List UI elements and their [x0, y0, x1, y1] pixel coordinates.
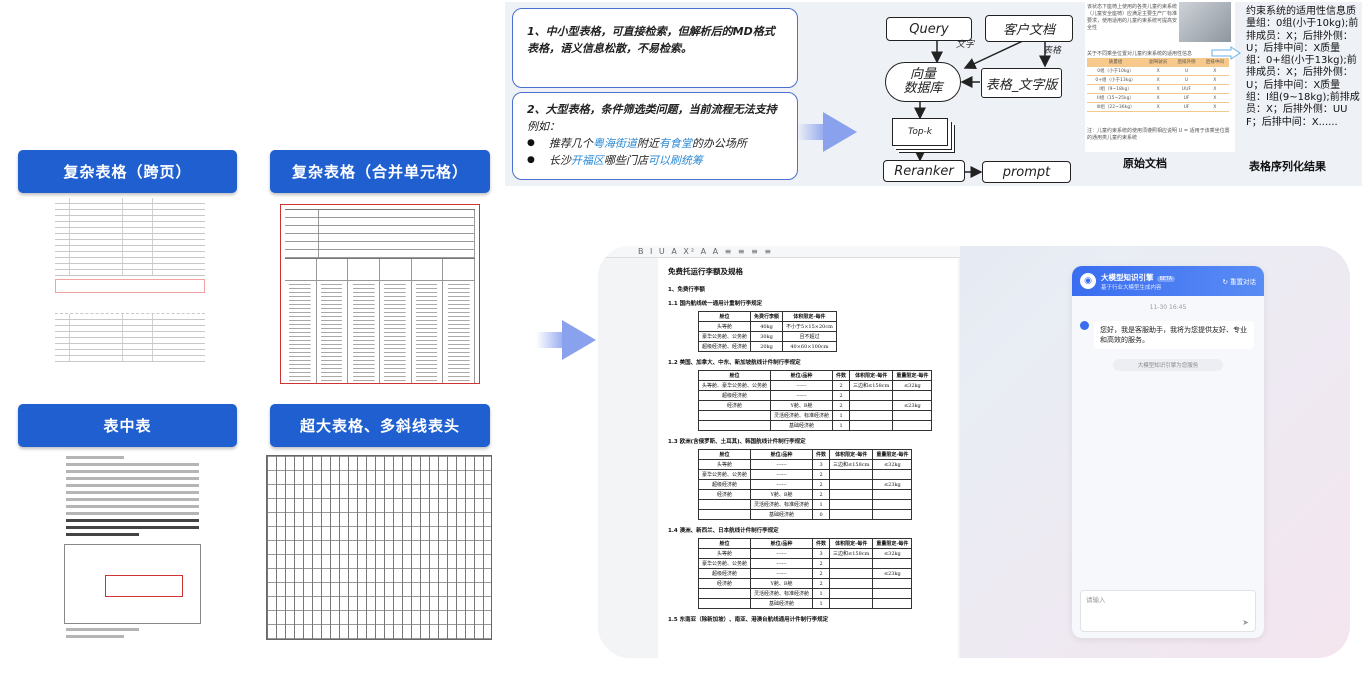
arrow-right-icon [536, 320, 596, 360]
edge-label-table: 表格 [1043, 46, 1062, 56]
document-viewer: B I U A X² A A ≡ ≡ ≡ ≡ 免费托运行李额及规格 1、免费行李… [598, 246, 960, 658]
chat-subtitle: 基于行业大模型生成内容 [1101, 284, 1162, 291]
doc-section-1: 1、免费行李额 [668, 287, 705, 293]
demo-panel: B I U A X² A A ≡ ≡ ≡ ≡ 免费托运行李额及规格 1、免费行李… [598, 246, 1350, 658]
thumbnail-nested-table [60, 452, 205, 640]
flow-node-query: Query [886, 17, 972, 41]
label-merged-cells-table: 复杂表格（合并单元格） [270, 150, 490, 193]
label-nested-table: 表中表 [18, 404, 237, 447]
label-oversized-table: 超大表格、多斜线表头 [270, 404, 490, 447]
flow-node-table-text: 表格_文字版 [981, 68, 1062, 98]
problem-2-box: 2、大型表格，条件筛选类问题，当前流程无法支持 例如： 推荐几个粤海街道附近有食… [512, 92, 798, 180]
send-icon[interactable]: ➤ [1242, 618, 1249, 627]
arrow-right-icon [1211, 46, 1241, 60]
thumbnail-cross-page-table [55, 198, 205, 384]
thumbnail-merged-cells-table [280, 204, 480, 384]
doc-subsection-1-5: 1.5 东南亚（除新加坡）、南亚、港澳台航线通用计件制行李规定 [668, 617, 829, 623]
edge-label-text: 文字 [956, 40, 975, 50]
beta-badge: BETA [1156, 275, 1176, 282]
serialized-result-caption: 表格序列化结果 [1249, 160, 1326, 173]
source-document-preview: 该状态下座椅上使用的各类儿童约束系统（儿童安全座椅）应满足主要生产厂标准要求，使… [1085, 2, 1235, 152]
doc-subsection-1-1: 1.1 国内航线统一通用计重制行李规定 [668, 301, 763, 307]
doc-subsection-1-3: 1.3 欧洲(含俄罗斯、土耳其)、韩国航线计件制行李规定 [668, 439, 806, 445]
problem-1-text: 1、中小型表格，可直接检索，但解析后的MD格式表格，语义信息松散，不易检索。 [527, 25, 775, 55]
problem-and-flow-panel: 1、中小型表格，可直接检索，但解析后的MD格式表格，语义信息松散，不易检索。 2… [505, 2, 1362, 186]
thumbnail-oversized-table [266, 455, 492, 640]
chat-title: 大模型知识引擎 [1101, 272, 1154, 282]
reset-chat-button[interactable]: ↻ 重置对话 [1222, 278, 1256, 286]
highlight-box [105, 575, 183, 597]
doc-subsection-1-4: 1.4 澳洲、新西兰、日本航线计件制行李规定 [668, 528, 779, 534]
assistant-message: 您好，我是客服助手，我将为您提供友好、专业和高效的服务。 [1080, 321, 1256, 349]
flow-node-prompt: prompt [982, 161, 1071, 183]
doc-subsection-1-2: 1.2 美国、加拿大、中东、新加坡航线计件制行李规定 [668, 360, 801, 366]
service-hint: 大模型知识引擎为您服务 [1113, 359, 1223, 371]
doc-title: 免费托运行李额及规格 [668, 267, 743, 276]
serialized-result-text: 约束系统的适用性信息质量组：0组(小于10kg);前排成员：X；后排外侧：U；后… [1246, 6, 1360, 128]
arrow-right-icon [797, 112, 857, 152]
label-cross-page-table: 复杂表格（跨页） [18, 150, 237, 193]
refresh-icon: ↻ [1222, 278, 1228, 286]
flow-node-customer-doc: 客户文档 [985, 15, 1073, 42]
editor-toolbar[interactable]: B I U A X² A A ≡ ≡ ≡ ≡ [598, 246, 960, 258]
flow-node-vector-db: 向量 数据库 [885, 62, 961, 102]
problem-1-box: 1、中小型表格，可直接检索，但解析后的MD格式表格，语义信息松散，不易检索。 [512, 8, 798, 88]
document-sheet: 免费托运行李额及规格 1、免费行李额 1.1 国内航线统一通用计重制行李规定 舱… [658, 258, 958, 658]
baggage-table-americas: 舱位舱位/品种件数体积限定-每件重量限定-每件 头等舱、豪华公务舱、公务舱---… [697, 370, 933, 431]
car-seat-photo [1179, 2, 1231, 42]
problem-2-title: 2、大型表格，条件筛选类问题，当前流程无法支持 [527, 103, 777, 116]
problem-2-example: 例如： [527, 120, 560, 133]
flow-node-reranker: Reranker [883, 160, 965, 182]
flow-node-topk: Top-k [892, 118, 948, 146]
source-document-caption: 原始文档 [1123, 157, 1167, 170]
chat-timestamp: 11-30 16:45 [1149, 304, 1187, 311]
chat-input[interactable]: 请输入 ➤ [1080, 590, 1256, 632]
assistant-avatar [1080, 321, 1089, 330]
assistant-logo-icon: ◉ [1080, 273, 1096, 289]
